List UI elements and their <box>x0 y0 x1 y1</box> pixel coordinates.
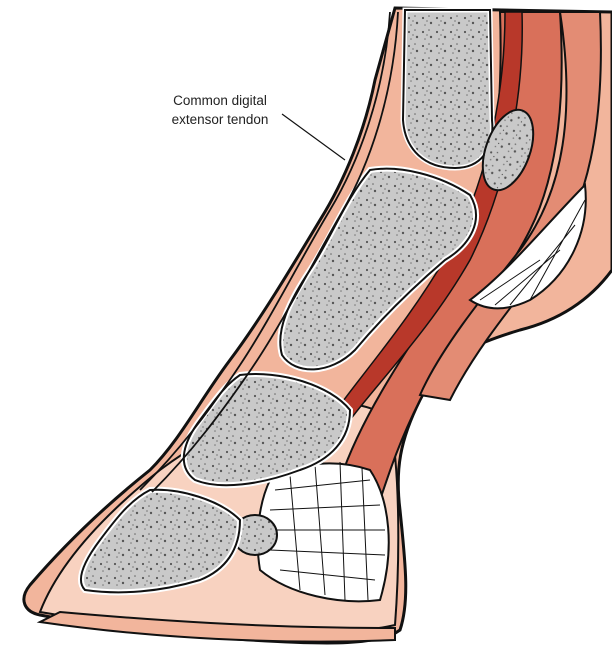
extensor-tendon-label: Common digital extensor tendon <box>150 91 290 129</box>
label-leader-line <box>282 114 345 160</box>
cannon-bone <box>403 10 492 168</box>
label-line-2: extensor tendon <box>150 110 290 129</box>
label-line-1: Common digital <box>150 91 290 110</box>
